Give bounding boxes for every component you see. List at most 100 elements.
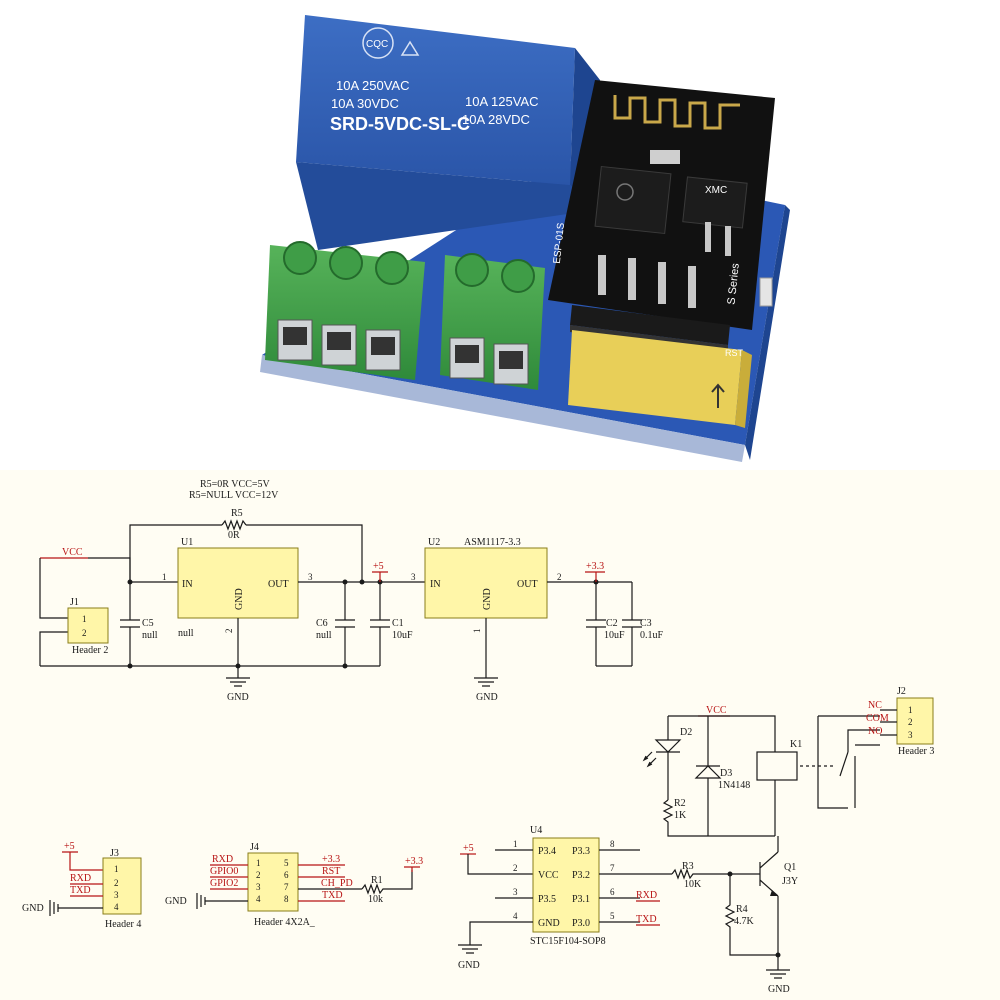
plus5-label-1: +5: [373, 561, 384, 572]
antenna-trace: [613, 95, 740, 130]
rst-label: RST: [725, 348, 744, 358]
j4-pin-3: 3: [256, 882, 261, 892]
mcu-u4: [532, 837, 600, 933]
j4-rst: RST: [322, 866, 340, 877]
capacitor-c5: [120, 582, 140, 666]
j3-rxd: RXD: [70, 873, 91, 884]
relay-logo: CQC: [366, 39, 388, 50]
u4-pin-2: 2: [513, 863, 518, 873]
j1-pin-2: 2: [82, 628, 87, 638]
u1-pin-3: 3: [308, 572, 313, 582]
reset-button: [759, 277, 773, 307]
regulator-u2: [424, 547, 548, 619]
j4-pin-6: 6: [284, 870, 289, 880]
plus33-label-2: +3.3: [405, 856, 423, 867]
q1-value: J3Y: [782, 876, 798, 887]
relay-rating-4: 10A 28VDC: [462, 112, 530, 127]
diode-d3: [694, 716, 722, 836]
vcc-label-2: VCC: [706, 705, 727, 716]
j4-rxd: RXD: [212, 854, 233, 865]
arrow-up-icon: [711, 383, 725, 408]
relay-model: SRD-5VDC-SL-C: [330, 114, 470, 134]
r1-label: R1: [371, 875, 383, 886]
plus5-label-2: +5: [64, 841, 75, 852]
u2-in: IN: [430, 579, 441, 590]
plus5-label-3: +5: [463, 843, 474, 854]
esp-series: S Series: [726, 262, 742, 305]
j4-pin-8: 8: [284, 894, 289, 904]
r5-note-1: R5=0R VCC=5V: [200, 479, 271, 490]
header-socket: RST: [568, 330, 752, 428]
u2-pin-2: 2: [557, 572, 562, 582]
c1-label: C1: [392, 618, 404, 629]
capacitor-c1: [370, 582, 390, 666]
plus33-label-1: +3.3: [586, 561, 604, 572]
gnd-label-q1: GND: [768, 984, 790, 995]
r5-value: 0R: [228, 530, 240, 541]
j3-pin-1: 1: [114, 864, 119, 874]
capacitor-c2: [586, 582, 606, 666]
resistor-r5: [221, 519, 247, 531]
u2-label: U2: [428, 537, 440, 548]
espressif-logo-icon: [616, 183, 634, 201]
j3-pin-3: 3: [114, 890, 119, 900]
c5-value: null: [142, 630, 158, 641]
ground-icon-q1: [766, 969, 790, 979]
ground-icon-1: [226, 666, 250, 687]
ground-icon-j3: [49, 900, 59, 916]
r5-label: R5: [231, 508, 243, 519]
j3-name: Header 4: [105, 919, 141, 930]
relay-rating-1: 10A 250VAC: [336, 78, 409, 93]
esp01s-module: XMC ESP-01S S Series: [548, 80, 775, 330]
terminal-block-3pin: [265, 241, 425, 380]
u1-label: U1: [181, 537, 193, 548]
j4-txd: TXD: [322, 890, 343, 901]
j3-pin-2: 2: [114, 878, 119, 888]
j1-name: Header 2: [72, 645, 108, 656]
ground-icon-u4: [458, 921, 485, 954]
j1-pin-1: 1: [82, 614, 87, 624]
c2-label: C2: [606, 618, 618, 629]
u4-rxd: RXD: [636, 890, 657, 901]
u2-gnd: GND: [482, 588, 493, 610]
j3-pin-4: 4: [114, 902, 119, 912]
emitter-arrow-icon: [770, 890, 778, 896]
relay-rating-3: 10A 125VAC: [465, 94, 538, 109]
u4-pin-6: 6: [610, 887, 615, 897]
cqc-logo-icon: [362, 27, 394, 59]
u4-pin-4: 4: [513, 911, 518, 921]
circuit-schematic: R5=0R VCC=5V R5=NULL VCC=12V R5 0R VCC J…: [0, 470, 1000, 1000]
capacitor-c6: [335, 582, 355, 666]
ground-icon-j4: [196, 893, 206, 909]
j2-pin-2: 2: [908, 717, 913, 727]
u4-pin-1: 1: [513, 839, 518, 849]
u4-p33: P3.3: [572, 846, 590, 857]
j4-pin-2: 2: [256, 870, 261, 880]
u1-out: OUT: [268, 579, 289, 590]
j2-name: Header 3: [898, 746, 934, 757]
d2-label: D2: [680, 727, 692, 738]
j4-name: Header 4X2A_: [254, 917, 316, 928]
j4-gpio0: GPIO0: [210, 866, 238, 877]
j4-chpd: CH_PD: [321, 878, 353, 889]
c6-label: C6: [316, 618, 328, 629]
c3-label: C3: [640, 618, 652, 629]
nc-label: NC: [868, 700, 882, 711]
u2-pin-1: 1: [472, 629, 482, 634]
relay-coil-k1: [756, 751, 798, 781]
u4-label: U4: [530, 825, 542, 836]
r3-value: 10K: [684, 879, 702, 890]
j2-pin-1: 1: [908, 705, 913, 715]
u1-in: IN: [182, 579, 193, 590]
j3-label: J3: [110, 848, 119, 859]
k1-label: K1: [790, 739, 802, 750]
c3-value: 0.1uF: [640, 630, 664, 641]
d3-label: D3: [720, 768, 732, 779]
j4-plus33: +3.3: [322, 854, 340, 865]
vcc-label: VCC: [62, 547, 83, 558]
j2-label: J2: [897, 686, 906, 697]
gnd-label-u4: GND: [458, 960, 480, 971]
u1-pin-1: 1: [162, 572, 167, 582]
u4-gnd: GND: [538, 918, 560, 929]
connector-j2: [896, 697, 934, 745]
